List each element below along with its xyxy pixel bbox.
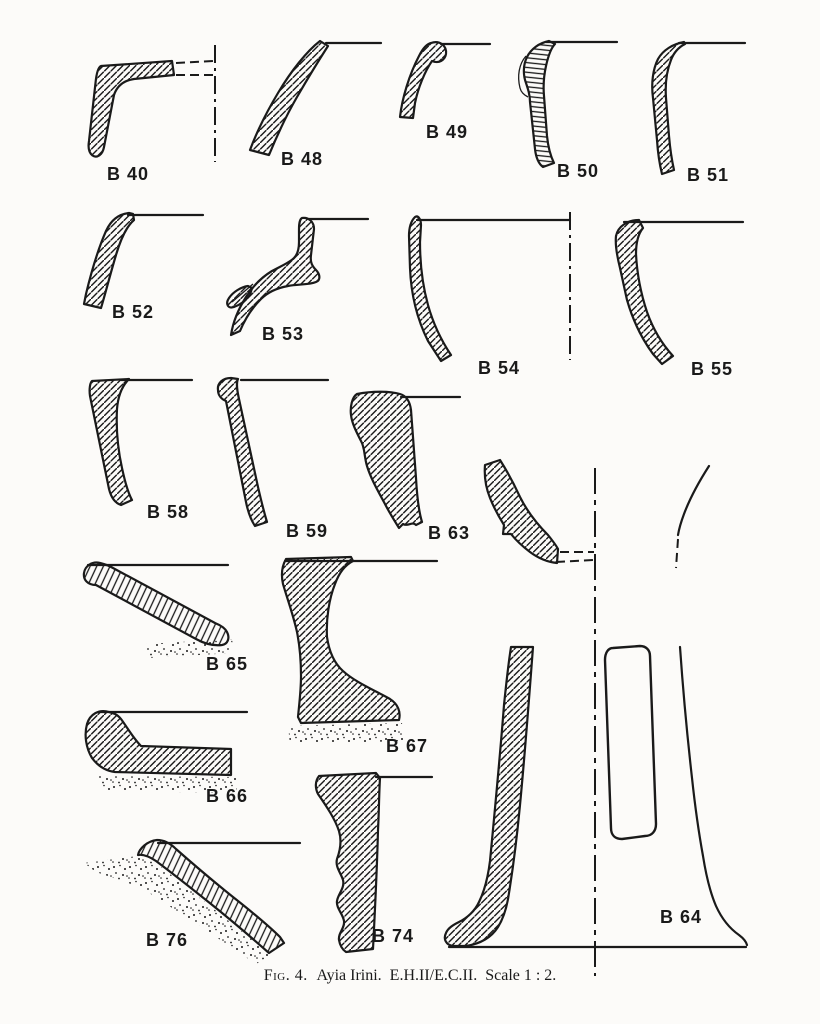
b66-profile — [84, 710, 233, 777]
sherd-drawing-b40 — [87, 45, 216, 162]
sherd-label-b49: B 49 — [426, 122, 469, 142]
b76-stipple-underside — [84, 856, 270, 964]
sherd-label-b67: B 67 — [386, 736, 429, 756]
b51-profile — [651, 40, 687, 176]
sherd-drawing-b51 — [651, 40, 747, 176]
sherd-drawing-b58 — [88, 377, 194, 507]
sherd-drawing-b59 — [216, 376, 330, 528]
sherd-drawing-b49 — [398, 41, 492, 120]
b53-profile — [229, 216, 321, 337]
sherd-drawing-b52 — [82, 211, 205, 310]
b40-rim-dashed-line — [175, 60, 214, 64]
figure-caption-number: Fig. 4. — [263, 967, 308, 984]
sherd-drawing-b66 — [84, 710, 249, 793]
sherd-label-b40: B 40 — [107, 164, 150, 184]
sherd-drawing-b67 — [280, 555, 439, 744]
b55-profile — [614, 218, 675, 366]
b64-shoulder-curve — [676, 464, 711, 537]
b65-stipple-base — [146, 639, 234, 658]
sherd-drawing-b74 — [314, 771, 434, 954]
sherd-drawing-b76 — [84, 838, 302, 964]
b63-profile — [349, 390, 424, 530]
sherd-drawing-b55 — [614, 218, 745, 366]
b64-neck-dashed-line2 — [555, 559, 595, 563]
sherd-label-b58: B 58 — [147, 502, 190, 522]
sherd-label-b76: B 76 — [146, 930, 189, 950]
b65-profile — [82, 561, 230, 647]
sherd-label-b74: B 74 — [372, 926, 415, 946]
b40-profile — [87, 59, 176, 158]
sherd-label-b66: B 66 — [206, 786, 249, 806]
b50-rim-edge-line — [518, 55, 529, 98]
b64-shoulder-curve-dashed — [675, 538, 679, 569]
b48-profile — [248, 39, 330, 157]
b58-profile — [88, 377, 134, 507]
b52-profile — [82, 211, 136, 310]
sherd-drawing-b48 — [248, 39, 383, 157]
sherd-drawing-b65 — [82, 561, 234, 658]
b64-wall-profile — [443, 645, 535, 948]
sherd-label-b50: B 50 — [557, 161, 600, 181]
b67-profile — [280, 555, 401, 725]
b53-lug — [226, 284, 254, 309]
sherd-drawing-b50 — [518, 39, 619, 169]
sherd-label-b63: B 63 — [428, 523, 471, 543]
b64-neck-profile — [483, 458, 560, 565]
figure-caption-text: Ayia Irini. E.H.II/E.C.II. Scale 1 : 2. — [316, 967, 557, 984]
b76-profile — [136, 838, 286, 955]
sherd-label-b64: B 64 — [660, 907, 703, 927]
sherd-label-b65: B 65 — [206, 654, 249, 674]
b64-handle-outline — [603, 644, 658, 841]
sherd-label-b55: B 55 — [691, 359, 734, 379]
b50-profile — [522, 39, 557, 169]
b74-profile — [314, 771, 382, 954]
sherd-drawing-b54 — [407, 212, 572, 363]
sherd-drawing-b64 — [443, 458, 749, 976]
figure-caption: Fig. 4. Ayia Irini. E.H.II/E.C.II. Scale … — [0, 967, 820, 985]
b66-stipple-base — [98, 776, 238, 793]
b67-stipple-base — [288, 723, 404, 744]
b54-profile — [407, 215, 453, 363]
b49-profile — [398, 41, 448, 120]
sherd-label-b59: B 59 — [286, 521, 329, 541]
sherd-label-b51: B 51 — [687, 165, 730, 185]
sherd-label-b53: B 53 — [262, 324, 305, 344]
sherd-drawing-b63 — [349, 390, 462, 530]
b53-lug-separation-line — [231, 283, 254, 303]
b64-body-outline — [678, 645, 749, 947]
b59-profile — [216, 376, 269, 528]
sherd-label-b54: B 54 — [478, 358, 521, 378]
sherd-drawing-b53 — [226, 216, 370, 337]
sherd-label-b48: B 48 — [281, 149, 324, 169]
sherd-label-b52: B 52 — [112, 302, 155, 322]
